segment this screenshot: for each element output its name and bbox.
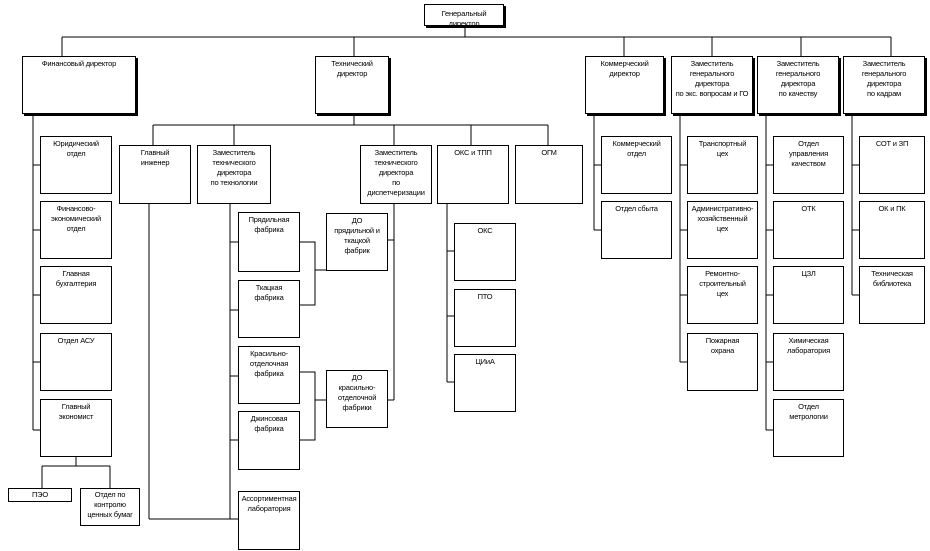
sales-dept-box: Отдел сбыта — [601, 201, 672, 259]
okc-box: ОКС — [454, 223, 516, 281]
deputy-gen-hr-box: Заместитель генерального директора по ка… — [843, 56, 925, 114]
oks-tpp-box: ОКС и ТПП — [437, 145, 509, 204]
tech-library-box: Техническая библиотека — [859, 266, 925, 324]
deputy-gen-eco-box: Заместитель генерального директора по эк… — [671, 56, 753, 114]
weaving-factory-box: Ткацкая фабрика — [238, 280, 300, 338]
deputy-tech-box: Заместитель технического директора по те… — [197, 145, 271, 204]
connector — [300, 371, 316, 441]
connector — [300, 241, 316, 306]
transport-shop-box: Транспортный цех — [687, 136, 758, 194]
fin-eco-dept-box: Финансово- экономический отдел — [40, 201, 112, 259]
ogm-box: ОГМ — [515, 145, 583, 204]
denim-factory-box: Джинсовая фабрика — [238, 411, 300, 470]
pzo-box: ПЭО — [8, 488, 72, 502]
securities-dept-box: Отдел по контролю ценных бумаг — [80, 488, 140, 526]
accounting-box: Главная бухгалтерия — [40, 266, 112, 324]
otk-box: ОТК — [773, 201, 844, 259]
chem-lab-box: Химическая лаборатория — [773, 333, 844, 391]
fire-guard-box: Пожарная охрана — [687, 333, 758, 391]
czl-box: ЦЗЛ — [773, 266, 844, 324]
chief-economist-box: Главный экономист — [40, 399, 112, 457]
legal-dept-box: Юридический отдел — [40, 136, 112, 194]
repair-shop-box: Ремонтно- строительный цех — [687, 266, 758, 324]
deputy-gen-quality-box: Заместитель генерального директора по ка… — [757, 56, 839, 114]
pto-box: ПТО — [454, 289, 516, 347]
do-spinning-weaving-box: ДО прядильной и ткацкой фабрик — [326, 213, 388, 271]
general-director-box: Генеральный директор — [424, 4, 504, 28]
commercial-dept-box: Коммерческий отдел — [601, 136, 672, 194]
okipk-box: ОК и ПК — [859, 201, 925, 259]
tsia-box: ЦИиА — [454, 354, 516, 412]
technical-director-box: Технический директор — [315, 56, 389, 114]
commercial-director-box: Коммерческий директор — [585, 56, 664, 114]
sot-box: СОТ и ЗП — [859, 136, 925, 194]
finishing-factory-box: Красильно- отделочная фабрика — [238, 346, 300, 404]
admin-shop-box: Административно- хозяйственный цех — [687, 201, 758, 259]
spinning-factory-box: Прядильная фабрика — [238, 212, 300, 272]
chief-engineer-box: Главный инженер — [119, 145, 191, 204]
assortment-lab-box: Ассортиментная лаборатория — [238, 491, 300, 550]
asu-dept-box: Отдел АСУ — [40, 333, 112, 391]
deputy-dispatch-box: Заместитель технического директора по ди… — [360, 145, 432, 204]
financial-director-box: Финансовый директор — [22, 56, 136, 114]
quality-mgmt-box: Отдел управления качеством — [773, 136, 844, 194]
metrology-box: Отдел метрологии — [773, 399, 844, 457]
do-finishing-box: ДО красильно- отделочной фабрики — [326, 370, 388, 428]
